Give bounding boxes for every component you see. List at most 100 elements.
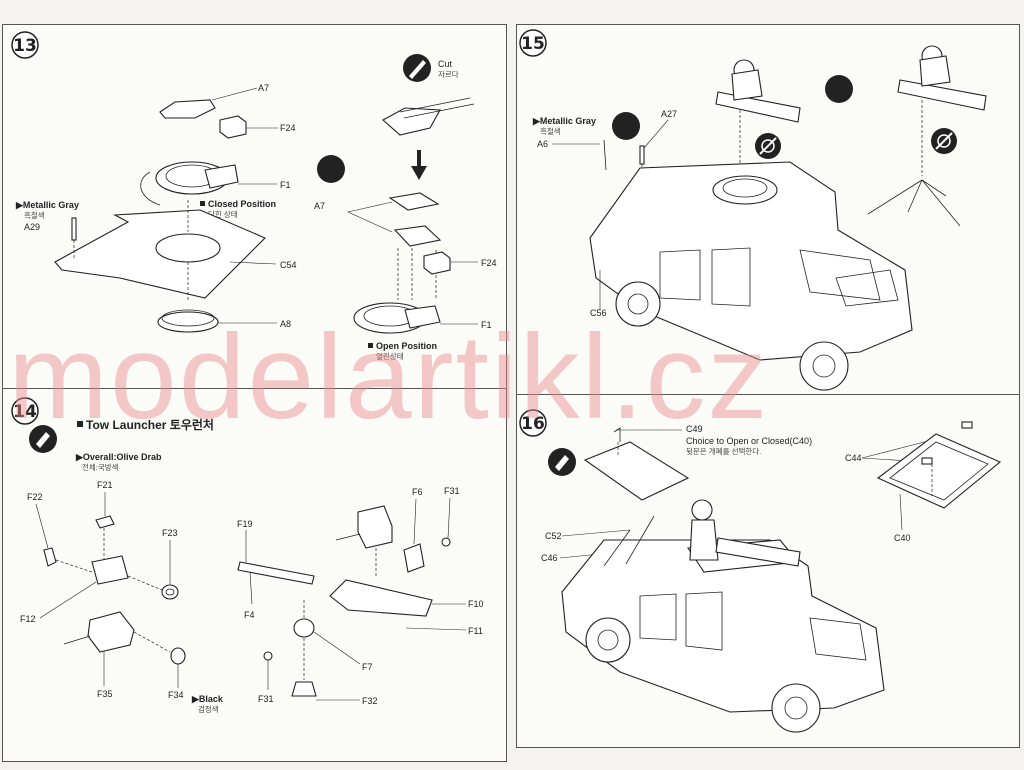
question-icon: ? [317, 155, 345, 183]
tow-launcher-assembly [715, 59, 801, 186]
label-a6: A6 [537, 139, 548, 149]
label-f1-right: F1 [481, 320, 492, 330]
paint-icon [29, 425, 57, 453]
part-sprue-cut [382, 97, 475, 136]
label-f24: F24 [280, 123, 296, 133]
part-a7-cover [159, 87, 258, 119]
step-14-panel [2, 388, 507, 762]
part-f31-bottom [263, 651, 273, 661]
label-a8: A8 [280, 319, 291, 329]
part-f23 [161, 584, 179, 600]
svg-text:?: ? [833, 80, 845, 101]
part-a29 [71, 217, 77, 258]
part-c40-door-open [583, 427, 690, 501]
label-black-kr: 검정색 [198, 704, 219, 714]
part-f34 [170, 647, 186, 665]
label-c52: C52 [545, 531, 562, 541]
label-overall-kr: 전체:국방색 [82, 462, 119, 472]
part-f21 [95, 515, 115, 529]
label-closed-position: Closed Position [208, 199, 276, 209]
part-sight [357, 505, 393, 549]
label-open-kr: 열린상태 [376, 351, 404, 361]
label-f7: F7 [362, 662, 373, 672]
label-f24-right: F24 [481, 258, 497, 268]
svg-text:14: 14 [13, 402, 37, 422]
label-f31-bottom: F31 [258, 694, 274, 704]
no-glue-icon [755, 133, 781, 159]
part-f24-right [423, 251, 478, 275]
svg-text:13: 13 [13, 36, 37, 56]
watermark-text: modelartikl.cz [8, 310, 770, 444]
svg-text:?: ? [325, 160, 337, 181]
cut-knife-icon [403, 54, 431, 82]
question-icon: ? [612, 112, 640, 140]
label-f22: F22 [27, 492, 43, 502]
humvee-step-15 [589, 161, 913, 391]
label-choice: Choice to Open or Closed(C40) [686, 436, 812, 446]
label-closed-kr: 닫힌 상태 [208, 209, 238, 219]
part-f24 [219, 115, 278, 139]
label-c49: C49 [686, 424, 703, 434]
label-f11: F11 [468, 626, 483, 636]
step-13-number: 13 [11, 31, 39, 59]
label-f31-top: F31 [444, 486, 460, 496]
part-f7-mount [293, 600, 361, 680]
part-f22 [43, 547, 57, 567]
svg-text:?: ? [620, 117, 632, 138]
step-15-number: 15 [519, 29, 547, 57]
part-c40-panel [876, 421, 1002, 531]
bullet-icon [77, 421, 83, 427]
label-choice-kr: 뒷문은 개폐를 선택한다. [686, 446, 761, 456]
label-overall-olive-drab: ▶Overall:Olive Drab [75, 452, 162, 462]
label-c46: C46 [541, 553, 558, 563]
label-a7-right: A7 [314, 201, 325, 211]
label-f21: F21 [97, 480, 113, 490]
step-14-number: 14 [11, 397, 39, 425]
part-a8-ring [157, 309, 277, 333]
part-f4-tube [237, 561, 315, 585]
question-icon: ? [825, 75, 853, 103]
label-cut-kr: 자르다 [438, 70, 459, 79]
label-f34: F34 [168, 690, 184, 700]
no-glue-icon [931, 128, 957, 154]
svg-text:15: 15 [521, 34, 545, 54]
part-f12 [91, 555, 129, 585]
label-f6: F6 [412, 487, 423, 497]
label-f4: F4 [244, 610, 255, 620]
label-c56: C56 [590, 308, 607, 318]
part-f1-open [353, 302, 478, 334]
label-cut: Cut [438, 59, 453, 69]
bullet-icon [200, 201, 205, 206]
rotate-arrow-icon [140, 171, 161, 206]
label-metallic-gray-15: ▶Metallic Gray [532, 116, 596, 126]
label-black: ▶Black [191, 694, 224, 704]
part-f6 [403, 543, 425, 573]
paint-icon [548, 448, 576, 476]
part-a27 [639, 145, 645, 165]
step-14-title: Tow Launcher 토우런처 [86, 417, 214, 432]
part-f32 [291, 681, 317, 697]
label-f10: F10 [468, 599, 484, 609]
label-a27: A27 [661, 109, 677, 119]
part-c54-roof [54, 200, 277, 300]
label-a29: A29 [24, 222, 40, 232]
tow-launcher-tripod [867, 45, 987, 227]
part-a6-antenna [603, 139, 607, 171]
label-f35: F35 [97, 689, 113, 699]
label-c44: C44 [845, 453, 862, 463]
part-a7-open [347, 192, 442, 300]
label-f12: F12 [20, 614, 36, 624]
label-metallic-gray-kr-15: 흑철색 [540, 126, 561, 136]
humvee-step-16 [561, 499, 885, 733]
gunner-figure [691, 499, 713, 521]
label-metallic-gray: ▶Metallic Gray [15, 200, 79, 210]
label-f32: F32 [362, 696, 378, 706]
part-f1-ring [155, 161, 277, 195]
down-arrow-icon [411, 150, 427, 180]
part-f31 [441, 537, 451, 547]
part-f35 [87, 611, 135, 653]
label-f1: F1 [280, 180, 291, 190]
label-c40: C40 [894, 533, 911, 543]
label-metallic-gray-kr: 흑철색 [24, 210, 45, 220]
